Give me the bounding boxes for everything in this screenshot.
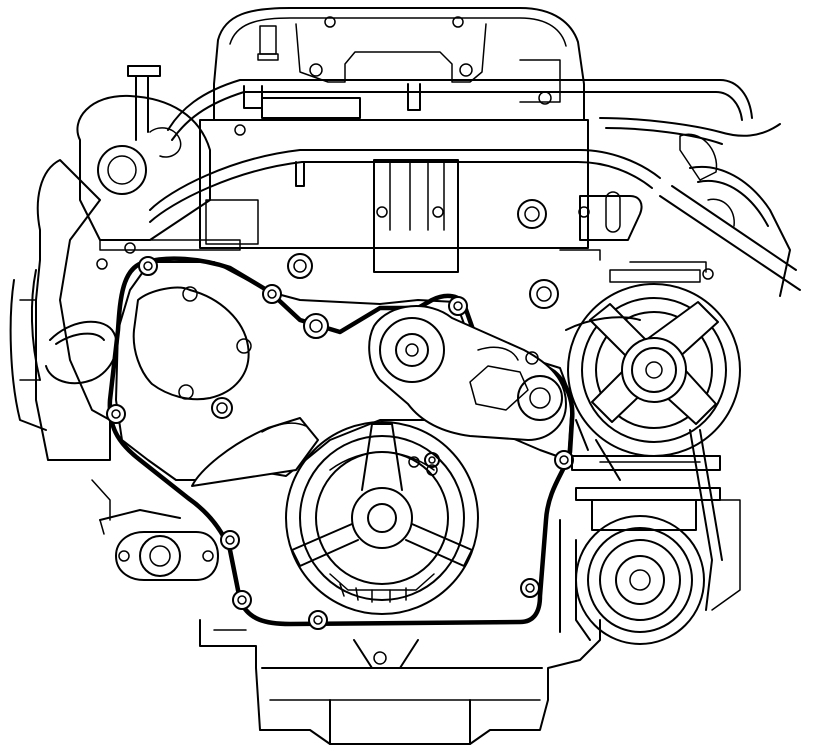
power-steering-pulley [567,261,741,457]
oil-sump [199,619,601,745]
cylinder-head [199,119,643,273]
alternator [559,455,741,645]
left-manifold [9,65,211,461]
perimeter-lines [91,239,601,521]
crankshaft-damper [191,417,479,615]
cover-gasket-upper [107,256,575,627]
accessory-belt [565,316,723,611]
thermostat-housing [99,509,219,581]
intake-pipes [149,79,801,297]
belt-tensioner [368,305,567,441]
valve-cover [213,7,585,121]
